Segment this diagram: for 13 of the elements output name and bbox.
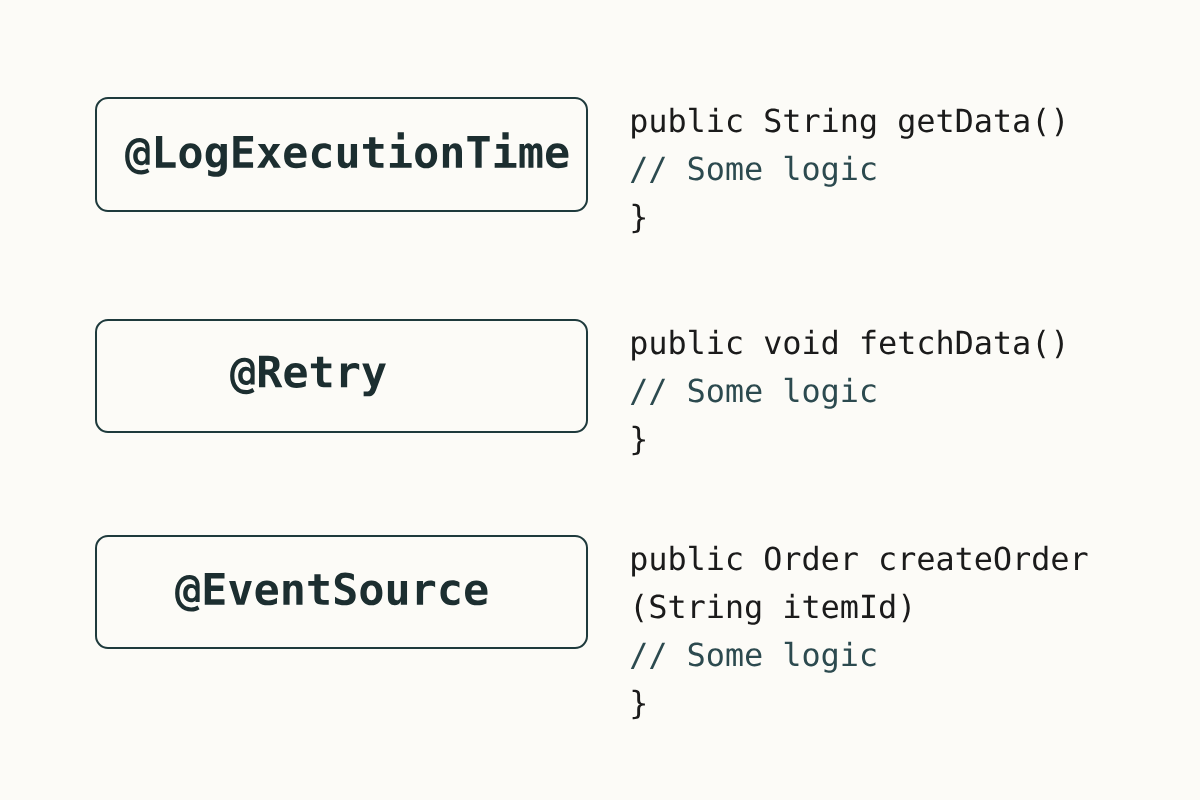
code-comment: // Some logic (630, 641, 876, 673)
code-line: public void fetchData() (632, 329, 1063, 361)
code-line: public String getData() (632, 107, 1063, 139)
code-line: } (632, 203, 645, 234)
annotation-box: @EventSource (95, 535, 588, 649)
code-line: } (632, 425, 645, 456)
annotation-box: @LogExecutionTime (95, 97, 588, 212)
code-line: public Order createOrder (632, 545, 1088, 577)
annotation-box: @Retry (95, 319, 588, 433)
code-comment: // Some logic (630, 155, 876, 187)
code-comment: // Some logic (630, 377, 876, 409)
code-line: } (632, 689, 645, 720)
code-line: (String itemId) (635, 593, 910, 625)
